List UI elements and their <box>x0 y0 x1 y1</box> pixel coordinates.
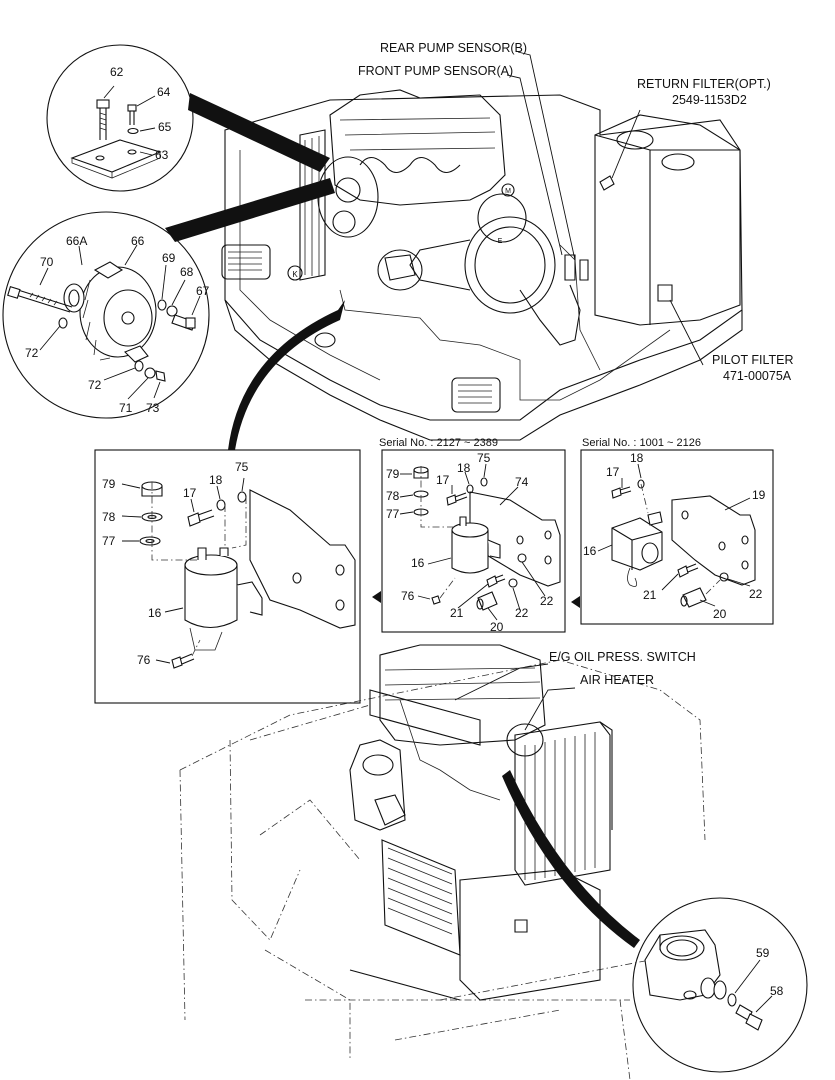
callout-72-left: 72 <box>25 346 39 360</box>
right-callout-19: 19 <box>752 488 766 502</box>
mid-callout-77: 77 <box>386 507 400 521</box>
top-label-leaders <box>506 51 704 366</box>
mid-callout-22-a: 22 <box>540 594 554 608</box>
callout-66a: 66A <box>66 234 87 248</box>
callout-16: 16 <box>148 606 162 620</box>
arrow-left-2 <box>571 596 580 608</box>
eg-oil-switch-leader <box>454 663 549 701</box>
callout-18: 18 <box>209 473 223 487</box>
callout-59: 59 <box>756 946 770 960</box>
return-filter-label: RETURN FILTER(OPT.) <box>637 77 771 91</box>
mid-callout-78: 78 <box>386 489 400 503</box>
detail-box-mid: 79 78 77 17 18 75 74 16 76 21 22 22 20 <box>381 449 566 634</box>
mid-callout-21: 21 <box>450 606 464 620</box>
air-heater-label: AIR HEATER <box>580 673 654 687</box>
pilot-filter-part-number: 471-00075A <box>723 369 792 383</box>
detail-box-right: 17 18 19 16 21 22 20 <box>580 449 774 625</box>
rear-pump-sensor-label: REAR PUMP SENSOR(B) <box>380 41 527 55</box>
leader-band-left-box <box>228 300 345 450</box>
detail-circle-bracket: 62 64 65 63 <box>46 44 330 192</box>
mid-callout-76: 76 <box>401 589 415 603</box>
serial-right-label: Serial No. : 1001 ~ 2126 <box>582 437 701 449</box>
callout-62: 62 <box>110 65 124 79</box>
detail-circle-oil-switch: 59 58 <box>632 897 808 1073</box>
arrow-left-1 <box>372 591 381 603</box>
callout-68: 68 <box>180 265 194 279</box>
mid-callout-75: 75 <box>477 451 491 465</box>
callout-69: 69 <box>162 251 176 265</box>
right-callout-22: 22 <box>749 587 763 601</box>
lower-machine-assembly <box>179 644 706 1080</box>
mid-callout-74: 74 <box>515 475 529 489</box>
mid-callout-18: 18 <box>457 461 471 475</box>
mid-callout-17: 17 <box>436 473 450 487</box>
mid-callout-16: 16 <box>411 556 425 570</box>
serial-mid-label: Serial No. : 2127 ~ 2389 <box>379 437 498 449</box>
right-callout-17: 17 <box>606 465 620 479</box>
mid-callout-20: 20 <box>490 620 504 634</box>
return-filter-part-number: 2549-1153D2 <box>672 93 747 107</box>
callout-17: 17 <box>183 486 197 500</box>
callout-63: 63 <box>155 148 169 162</box>
detail-circle-alternator: 66A 66 70 69 68 67 72 72 71 73 <box>2 178 335 419</box>
front-pump-sensor-label: FRONT PUMP SENSOR(A) <box>358 64 513 78</box>
callout-58: 58 <box>770 984 784 998</box>
callout-77: 77 <box>102 534 116 548</box>
detail-box-starter-relay: 79 78 77 17 18 75 16 76 <box>94 449 361 704</box>
callout-65: 65 <box>158 120 172 134</box>
air-heater-leader <box>524 687 576 731</box>
right-callout-18: 18 <box>630 451 644 465</box>
callout-64: 64 <box>157 85 171 99</box>
right-callout-20: 20 <box>713 607 727 621</box>
callout-66: 66 <box>131 234 145 248</box>
leader-band-bottom-circle <box>502 770 640 948</box>
callout-67: 67 <box>196 284 210 298</box>
mid-callout-22-b: 22 <box>515 606 529 620</box>
callout-76: 76 <box>137 653 151 667</box>
upper-machine-assembly: K M E <box>221 89 743 441</box>
right-callout-21: 21 <box>643 588 657 602</box>
callout-73: 73 <box>146 401 160 415</box>
callout-71: 71 <box>119 401 133 415</box>
view-marker-k: K <box>292 270 298 279</box>
callout-72-bottom: 72 <box>88 378 102 392</box>
pilot-filter-label: PILOT FILTER <box>712 353 794 367</box>
eg-oil-press-switch-label: E/G OIL PRESS. SWITCH <box>549 650 696 664</box>
callout-79: 79 <box>102 477 116 491</box>
view-marker-m: M <box>505 188 511 195</box>
mid-callout-79: 79 <box>386 467 400 481</box>
callout-75: 75 <box>235 460 249 474</box>
callout-70: 70 <box>40 255 54 269</box>
callout-78: 78 <box>102 510 116 524</box>
right-callout-16: 16 <box>583 544 597 558</box>
